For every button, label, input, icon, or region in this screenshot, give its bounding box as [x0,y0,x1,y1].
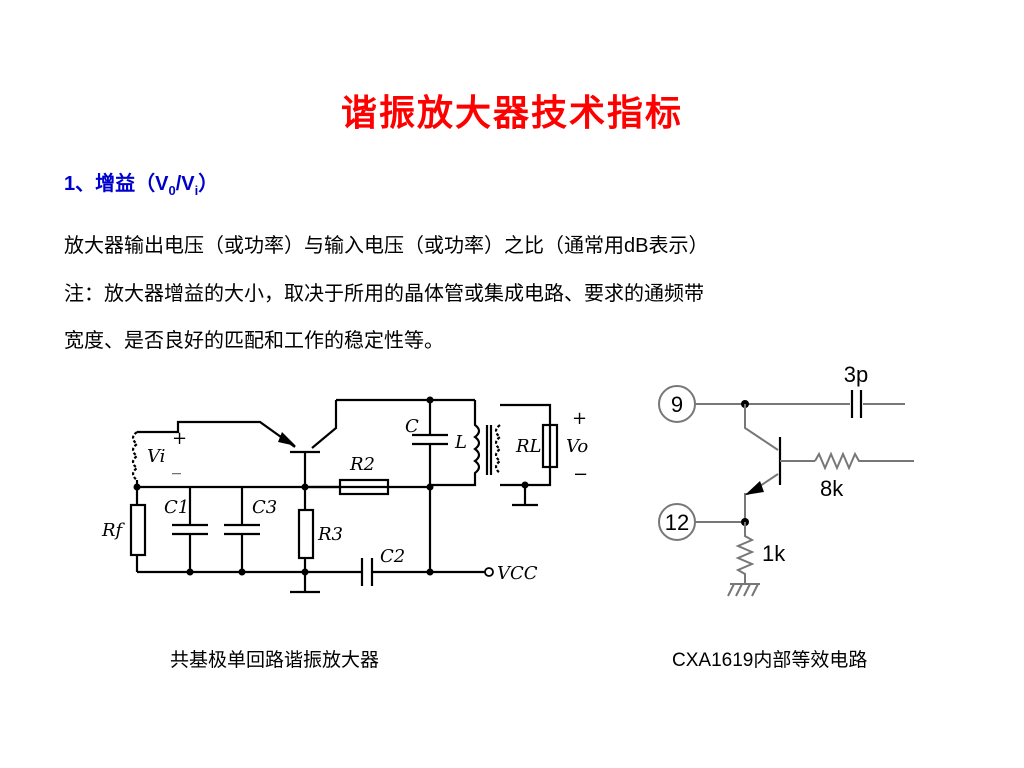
label-c3: C3 [252,497,277,518]
ground-hatch [727,583,735,597]
section-heading: 1、增益（V0/Vi） [64,167,218,198]
para-line-1-b: 表示） [648,233,709,257]
label-plus-out: + [572,408,587,429]
label-vo: Vo [566,436,588,457]
para-line-1: 放大器输出电压（或功率）与输入电压（或功率）之比（通常用dB表示） [64,222,984,270]
junction-dot [186,568,194,576]
label-l: L [454,432,467,453]
label-c1: C1 [164,497,189,518]
l-coil [430,400,481,487]
junction-dot [133,483,141,491]
emitter-arrow [278,432,296,446]
res-8k-label: 8k [820,476,844,501]
ground-hatch [743,583,751,597]
pin-9-label: 9 [671,392,683,417]
label-vcc: VCC [497,563,538,584]
description-paragraph: 放大器输出电压（或功率）与输入电压（或功率）之比（通常用dB表示） 注：放大器增… [64,222,984,364]
cap-3p-label: 3p [844,362,868,387]
r2-resistor [338,478,390,496]
resistor-8k [814,451,914,471]
res-1k-label: 1k [762,541,786,566]
junction-dot [301,568,309,576]
input-coil [131,431,139,481]
junction-dot [426,483,434,491]
junction-dot [426,396,434,404]
slide-title: 谐振放大器技术指标 [340,92,683,134]
label-plus-in: + [172,428,187,449]
right-caption-latin: CXA1619 [672,650,754,671]
label-c: C [405,416,419,437]
rf-resistor [129,503,147,557]
heading-sub-0: 0 [168,183,176,198]
junction-dot [238,568,246,576]
junction-dot [521,481,529,489]
pin-12-label: 12 [665,510,689,535]
right-caption-rest: 内部等效电路 [753,649,868,671]
vcc-terminal [484,567,494,577]
label-rf: Rf [101,520,126,541]
collector-wire [744,404,779,451]
label-r3: R3 [317,524,343,545]
emitter-arrow [745,481,764,495]
junction-dot [426,568,434,576]
label-minus-out: − [573,464,588,485]
label-c2: C2 [380,546,405,567]
rl-resistor [541,423,559,469]
output-coil [494,424,502,474]
heading-sub-i: i [194,183,199,198]
para-line-1-db: dB [624,235,649,257]
resistor-1k [735,522,755,584]
ground-hatch [735,583,743,597]
left-circuit-caption: 共基极单回路谐振放大器 [170,649,380,671]
para-line-2: 注：放大器增益的大小，取决于所用的晶体管或集成电路、要求的通频带 [64,281,704,305]
junction-dot [301,483,309,491]
emitter-wire [744,473,779,522]
right-circuit-caption: CXA1619内部等效电路 [672,645,867,672]
para-line-1-a: 放大器输出电压（或功率）与输入电压（或功率）之比（通常用 [64,233,624,257]
heading-prefix: 1、增益（V [64,173,169,195]
label-vi: Vi [147,446,165,467]
heading-mid: /V [175,173,195,195]
ground-hatch [751,583,759,597]
transistor-collector [311,400,338,449]
label-minus-in: _ [172,454,181,475]
heading-suffix: ） [198,173,219,195]
para-line-3: 宽度、是否良好的匹配和工作的稳定性等。 [64,328,444,352]
label-r2: R2 [349,454,375,475]
label-rl: RL [515,436,542,457]
transistor-emitter [137,420,296,448]
